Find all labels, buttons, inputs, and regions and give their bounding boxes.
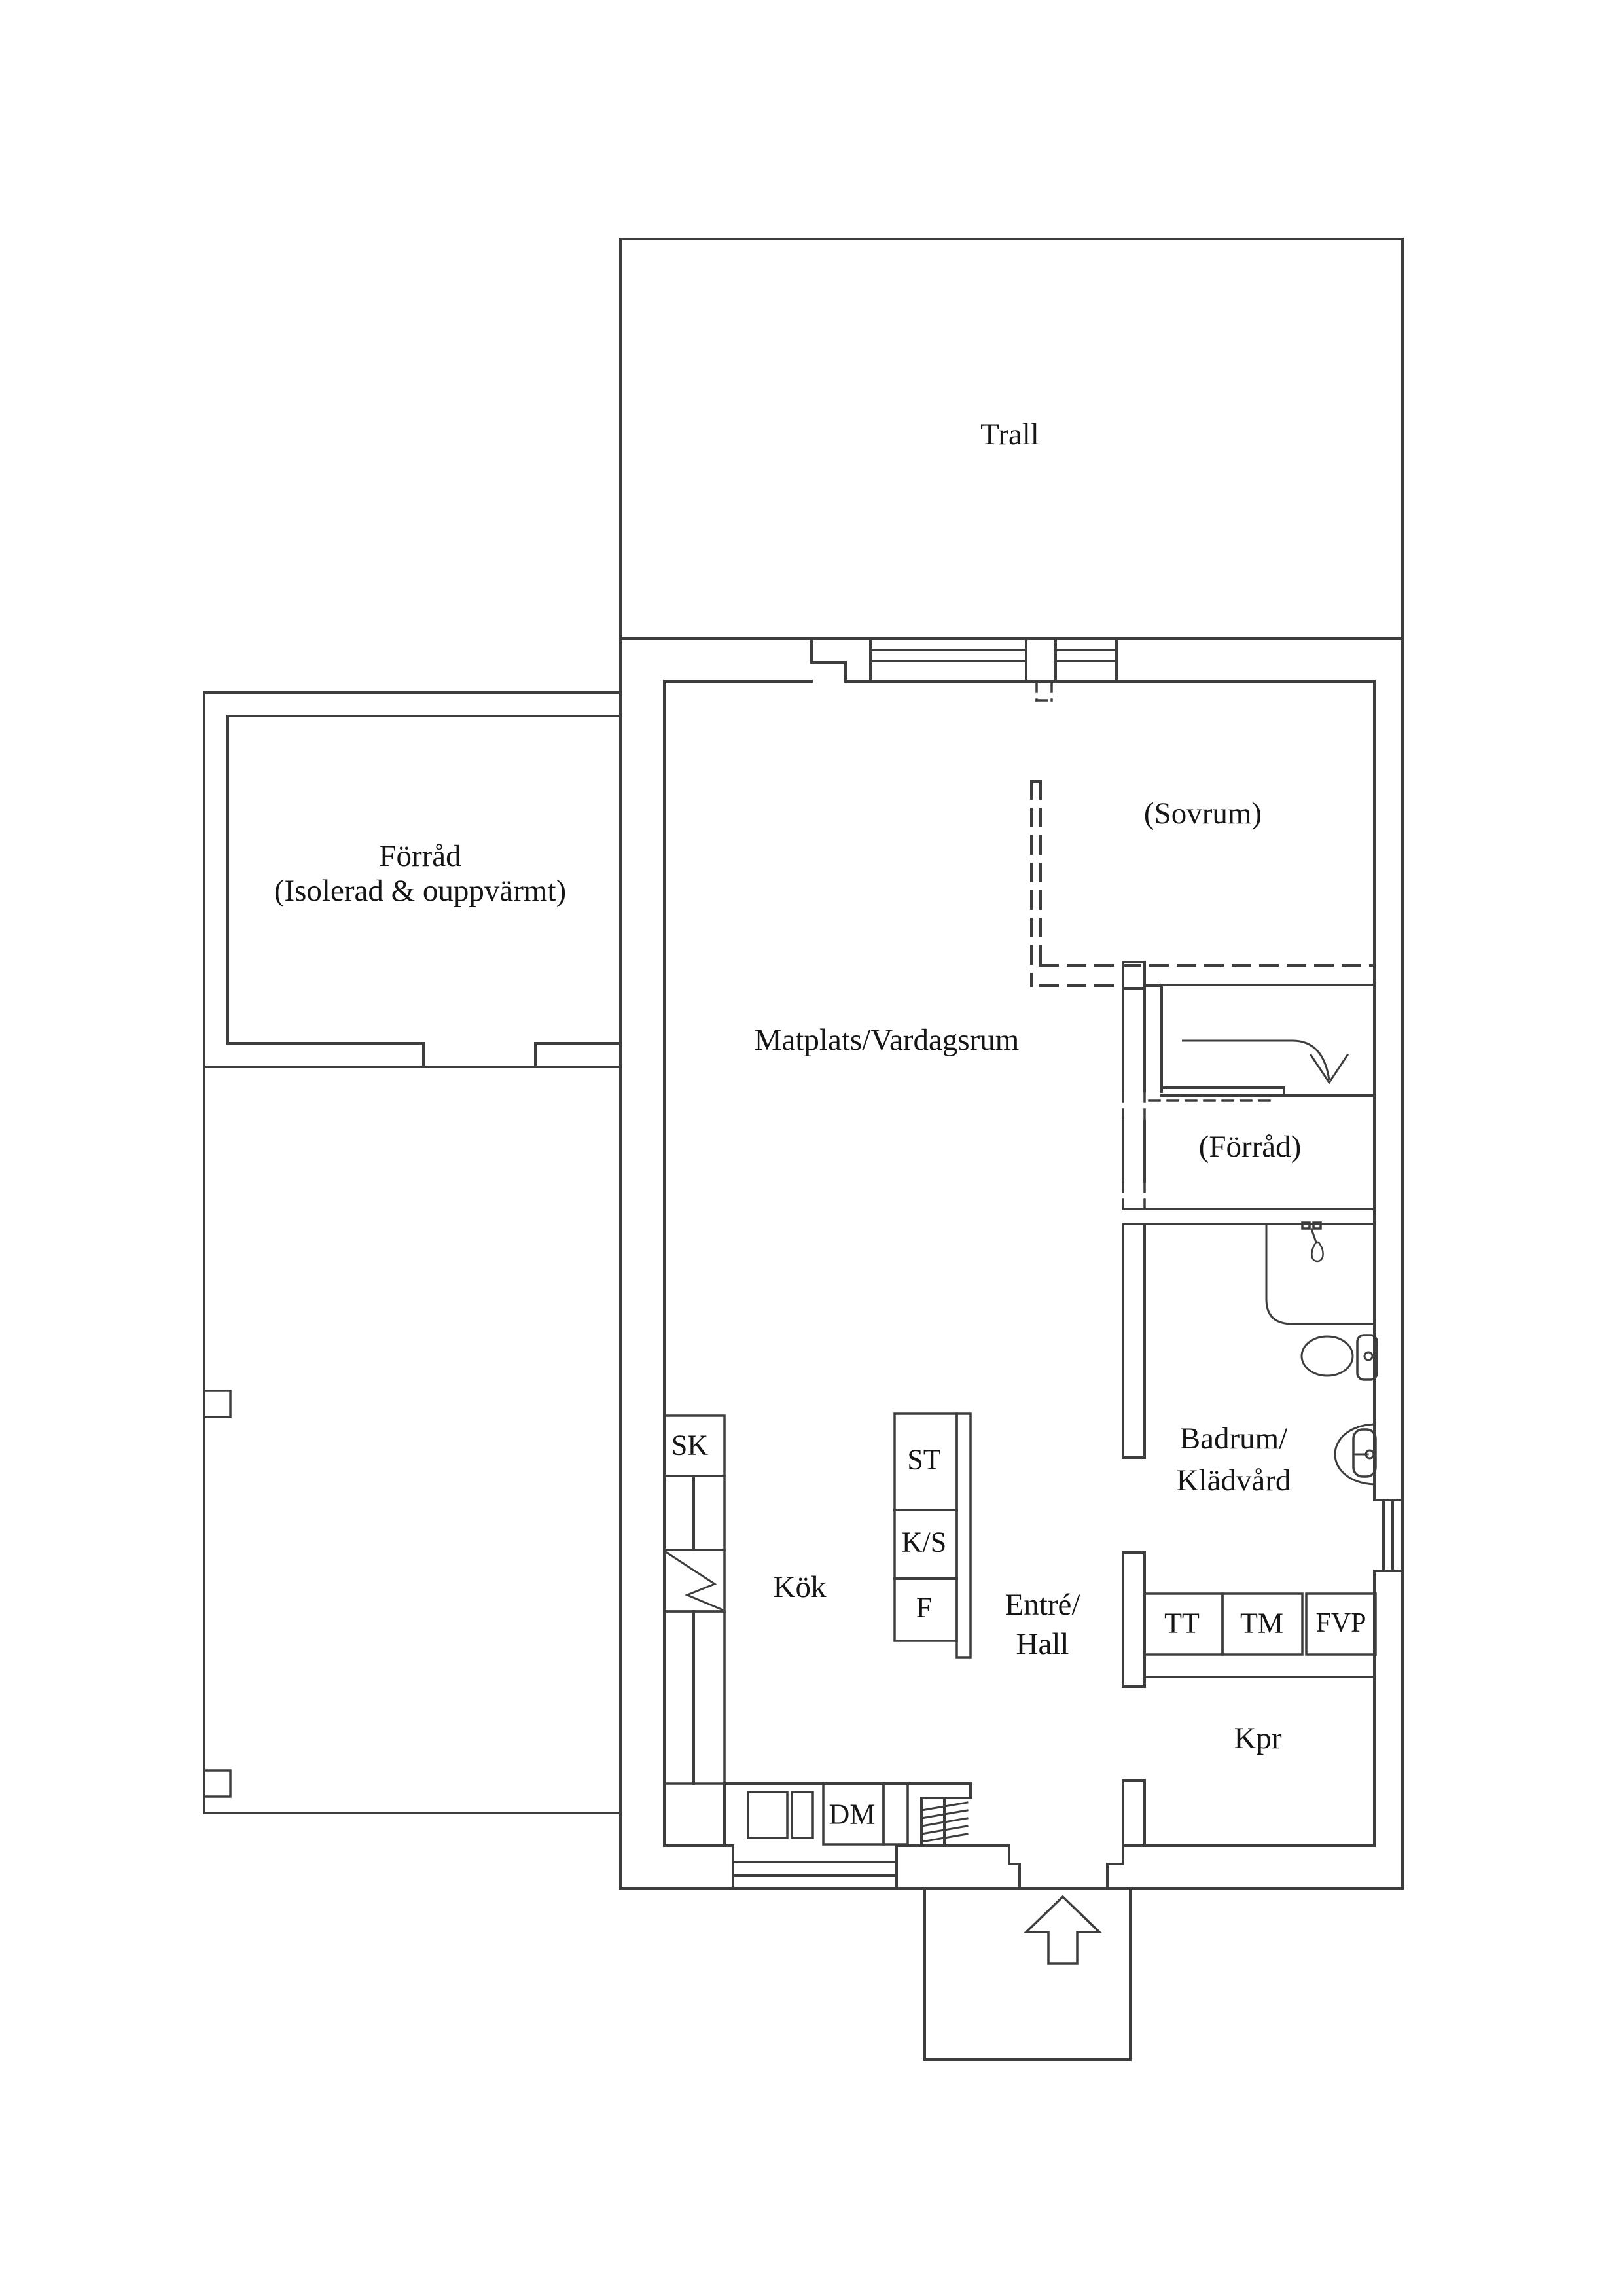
room-label-dm: DM bbox=[829, 1799, 876, 1831]
washbasin-inner bbox=[1352, 1428, 1377, 1478]
room-label-kok: Kök bbox=[774, 1570, 827, 1604]
room-label-sk: SK bbox=[671, 1429, 708, 1462]
faucet-dot bbox=[1364, 1449, 1375, 1460]
fixture-line bbox=[920, 1809, 969, 1820]
fixture-line bbox=[1310, 1228, 1317, 1244]
fixture-line bbox=[920, 1817, 969, 1827]
kitchen-counter-box bbox=[663, 1610, 726, 1785]
toilet-tank bbox=[1356, 1334, 1378, 1381]
room-label-forrad-line1: Förråd bbox=[379, 839, 461, 873]
room-label-st: ST bbox=[907, 1444, 940, 1476]
shower-valve bbox=[1301, 1221, 1311, 1230]
room-label-matplats: Matplats/Vardagsrum bbox=[755, 1023, 1020, 1057]
shower-wall-arc bbox=[1265, 1299, 1293, 1325]
room-label-badrum-line2: Klädvård bbox=[1177, 1463, 1291, 1498]
room-label-trall: Trall bbox=[980, 418, 1039, 452]
fixture-line bbox=[920, 1833, 969, 1843]
sink-basin-left bbox=[747, 1791, 789, 1839]
room-label-sovrum: (Sovrum) bbox=[1144, 797, 1262, 831]
entrance-arrow-icon bbox=[1023, 1895, 1103, 1965]
lightning-bolt-icon bbox=[665, 1551, 724, 1611]
patio-post bbox=[203, 1769, 232, 1798]
fixture-line bbox=[920, 1825, 969, 1835]
appliance-side-strip bbox=[955, 1412, 972, 1659]
fvp-box bbox=[1305, 1592, 1377, 1656]
room-label-entre-line2: Hall bbox=[1016, 1627, 1069, 1661]
room-label-forrad-line2: (Isolerad & ouppvärmt) bbox=[274, 874, 566, 908]
electrical-box bbox=[663, 1549, 726, 1613]
shower-valve bbox=[1312, 1221, 1322, 1230]
fixture-line bbox=[920, 1801, 969, 1812]
room-label-badrum-line1: Badrum/ bbox=[1180, 1422, 1288, 1456]
room-label-ks: K/S bbox=[902, 1526, 946, 1558]
counter-narrow-box bbox=[882, 1782, 909, 1846]
shower-head-drop bbox=[1311, 1241, 1324, 1263]
room-label-entre-line1: Entré/ bbox=[1005, 1588, 1081, 1622]
room-label-f: F bbox=[916, 1592, 932, 1624]
washbasin-outer bbox=[1334, 1423, 1375, 1486]
room-label-kpr: Kpr bbox=[1234, 1721, 1281, 1755]
fixture-line bbox=[1309, 1053, 1331, 1085]
toilet-flush-button bbox=[1363, 1351, 1374, 1361]
room-label-forrad-inner: (Förråd) bbox=[1199, 1130, 1302, 1164]
patio-post bbox=[203, 1390, 232, 1418]
room-label-fvp: FVP bbox=[1315, 1608, 1366, 1638]
sink-basin-right bbox=[791, 1791, 814, 1839]
fixture-line bbox=[1327, 1053, 1349, 1085]
toilet-bowl bbox=[1300, 1335, 1354, 1377]
room-label-tm: TM bbox=[1240, 1607, 1283, 1640]
tm-box bbox=[1221, 1592, 1304, 1656]
stair-direction-arrow bbox=[1182, 1039, 1330, 1081]
room-label-tt: TT bbox=[1164, 1607, 1200, 1640]
